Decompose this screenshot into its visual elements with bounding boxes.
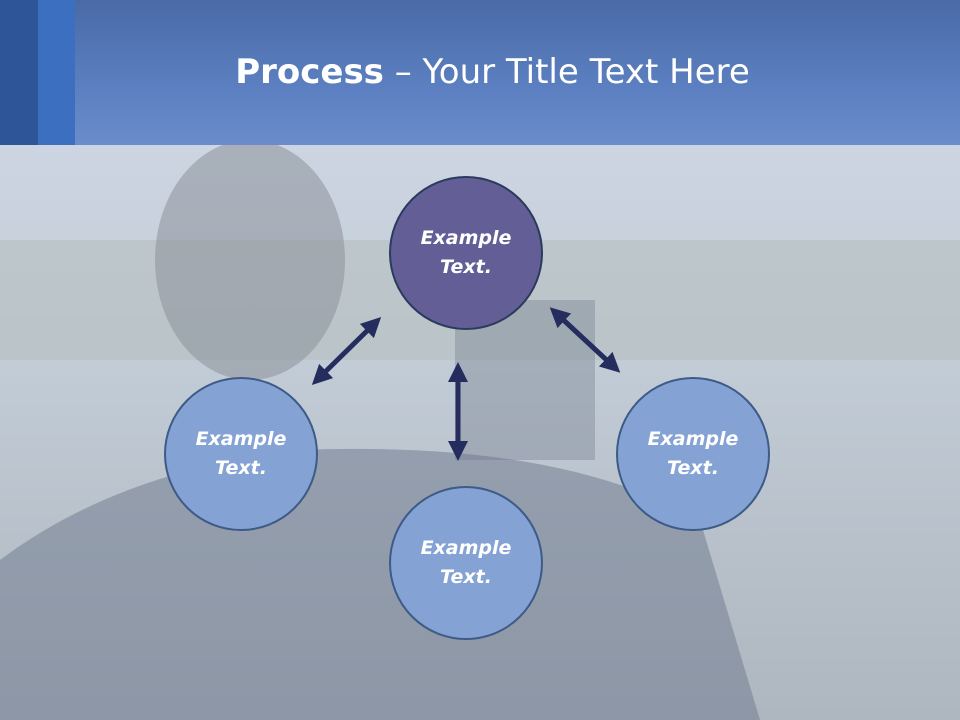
node-right-label: Example Text. (647, 428, 739, 479)
node-left-label: Example Text. (195, 428, 287, 479)
title-bar (0, 0, 960, 145)
node-left: Example Text. (164, 377, 318, 531)
title-text: – Your Title Text Here (383, 52, 750, 92)
header-accent-dark (0, 0, 38, 145)
slide-title: Process – Your Title Text Here (75, 52, 910, 92)
node-bottom-label: Example Text. (420, 537, 512, 588)
node-top: Example Text. (389, 176, 543, 330)
node-top-label: Example Text. (420, 227, 512, 278)
header-accent-light (38, 0, 75, 145)
title-bold: Process (235, 52, 384, 92)
node-bottom: Example Text. (389, 486, 543, 640)
node-right: Example Text. (616, 377, 770, 531)
